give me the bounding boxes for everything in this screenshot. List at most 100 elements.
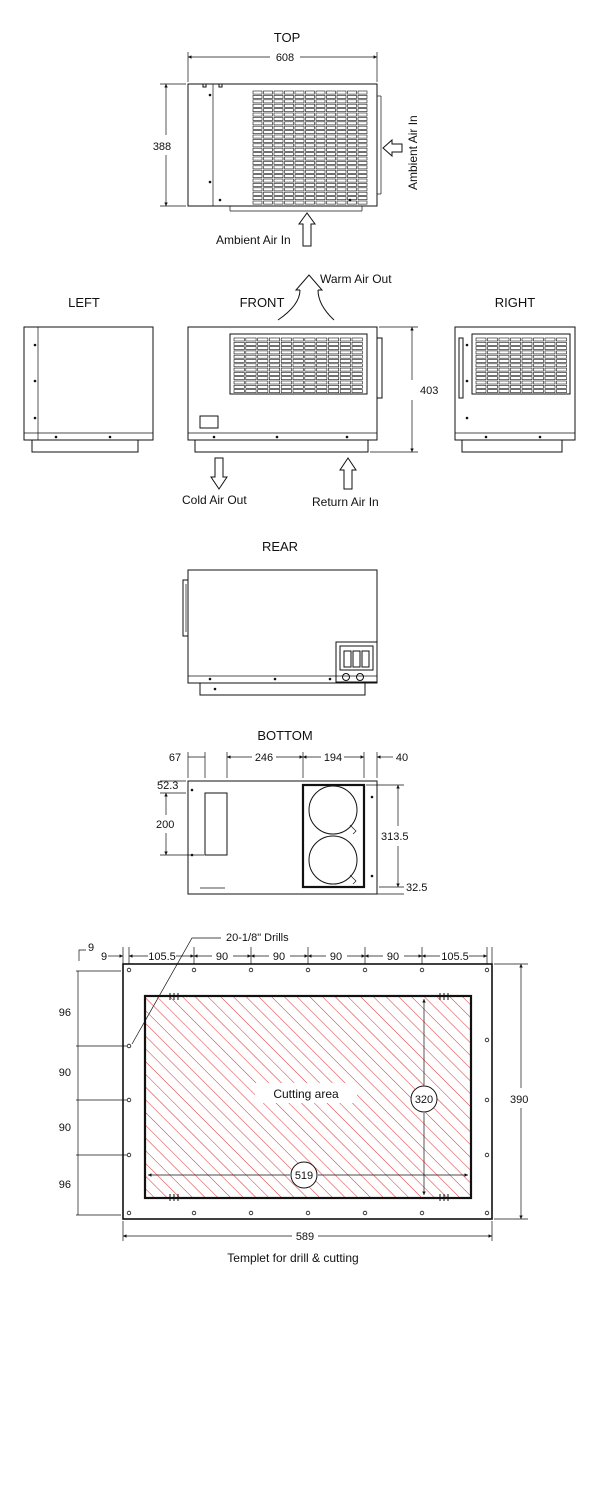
vent-slot [292,337,304,342]
vent-slot [294,117,305,121]
vent-slot [315,103,326,108]
vent-slot [347,112,357,117]
vent-slot [339,376,351,381]
vent-slot [305,99,315,104]
template-top-dim-6: 105.5 [441,951,469,963]
vent-slot [292,380,304,385]
fan-lower [308,835,358,885]
vent-slot [357,200,368,205]
vent-slot [273,112,284,117]
vent-slot [233,389,245,393]
vent-slot [347,143,357,148]
vent-slot [347,187,357,192]
vent-slot [533,389,544,393]
drill-cutting-template: 9 20-1/8" Drills 9 105.5 90 90 [59,932,529,1265]
vent-slot [252,143,263,148]
vent-slot [357,165,368,170]
top-view-outline [187,83,378,207]
front-vent-frame [229,333,368,395]
vent-slot [252,161,263,165]
vent-slot [533,359,544,363]
vent-slot [292,346,304,350]
vent-slot [510,376,521,381]
vent-slot [294,95,305,99]
vent-slot [273,95,284,99]
vent-slot [269,380,280,385]
vent-slot [263,169,273,174]
vent-slot [284,196,294,201]
vent-slot [336,117,347,121]
cut-height-dim: 320 [415,1094,433,1106]
front-view: 403 [187,326,438,453]
vent-slot [263,130,273,135]
vent-slot [284,200,294,205]
vent-slot [347,139,357,143]
vent-slot [305,156,315,161]
vent-slot [316,380,328,385]
return-air-in-arrow-icon [339,457,357,490]
vent-slot [263,117,273,121]
vent-slot [316,384,328,389]
vent-slot [263,95,273,99]
vent-slot [316,354,328,359]
vent-slot [252,130,263,135]
vent-slot [475,363,487,368]
vent-slot [328,376,339,381]
vent-slot [292,363,304,368]
vent-slot [284,95,294,99]
vent-slot [347,183,357,187]
drill-holes [126,967,490,1216]
drill-hole [362,967,368,973]
vent-slot [245,350,257,355]
vent-slot [533,346,544,350]
vent-slot [326,121,336,126]
vent-slot [252,112,263,117]
template-overall-height: 390 [510,1094,528,1106]
vent-slot [263,165,273,170]
vent-slot [544,354,556,359]
vent-slot [326,178,336,183]
vent-slot [284,187,294,192]
vent-slot [498,363,510,368]
vent-slot [336,187,347,192]
vent-slot [252,125,263,130]
top-width-dim: 608 [276,52,294,64]
vent-slot [252,134,263,139]
vent-slot [351,337,363,342]
vent-slot [498,384,510,389]
vent-slot [284,121,294,126]
bottom-dim-40: 40 [396,752,408,764]
vent-slot [316,363,328,368]
vent-slot [294,90,305,95]
vent-slot [294,152,305,157]
drills-note: 20-1/8" Drills [226,932,289,944]
vent-slot [294,99,305,104]
vent-slot [245,341,257,346]
vent-slot [315,200,326,205]
vent-slot [315,90,326,95]
vent-slot [315,187,326,192]
vent-slot [357,147,368,152]
vent-slot [304,354,316,359]
vent-slot [294,174,305,179]
vent-slot [284,178,294,183]
vent-slot [336,165,347,170]
ambient-in-side-arrow-icon [382,138,403,158]
vent-slot [305,152,315,157]
vent-slot [280,363,292,368]
vent-slot [326,108,336,112]
vent-slot [357,134,368,139]
vent-slot [533,350,544,355]
vent-slot [326,156,336,161]
bottom-dim-313-5: 313.5 [381,831,409,843]
vent-slot [273,147,284,152]
drill-hole [126,967,132,973]
ambient-in-bottom-label: Ambient Air In [216,233,291,247]
vent-slot [284,174,294,179]
vent-slot [316,350,328,355]
vent-slot [315,183,326,187]
vent-slot [263,125,273,130]
vent-slot [294,143,305,148]
vent-slot [233,380,245,385]
